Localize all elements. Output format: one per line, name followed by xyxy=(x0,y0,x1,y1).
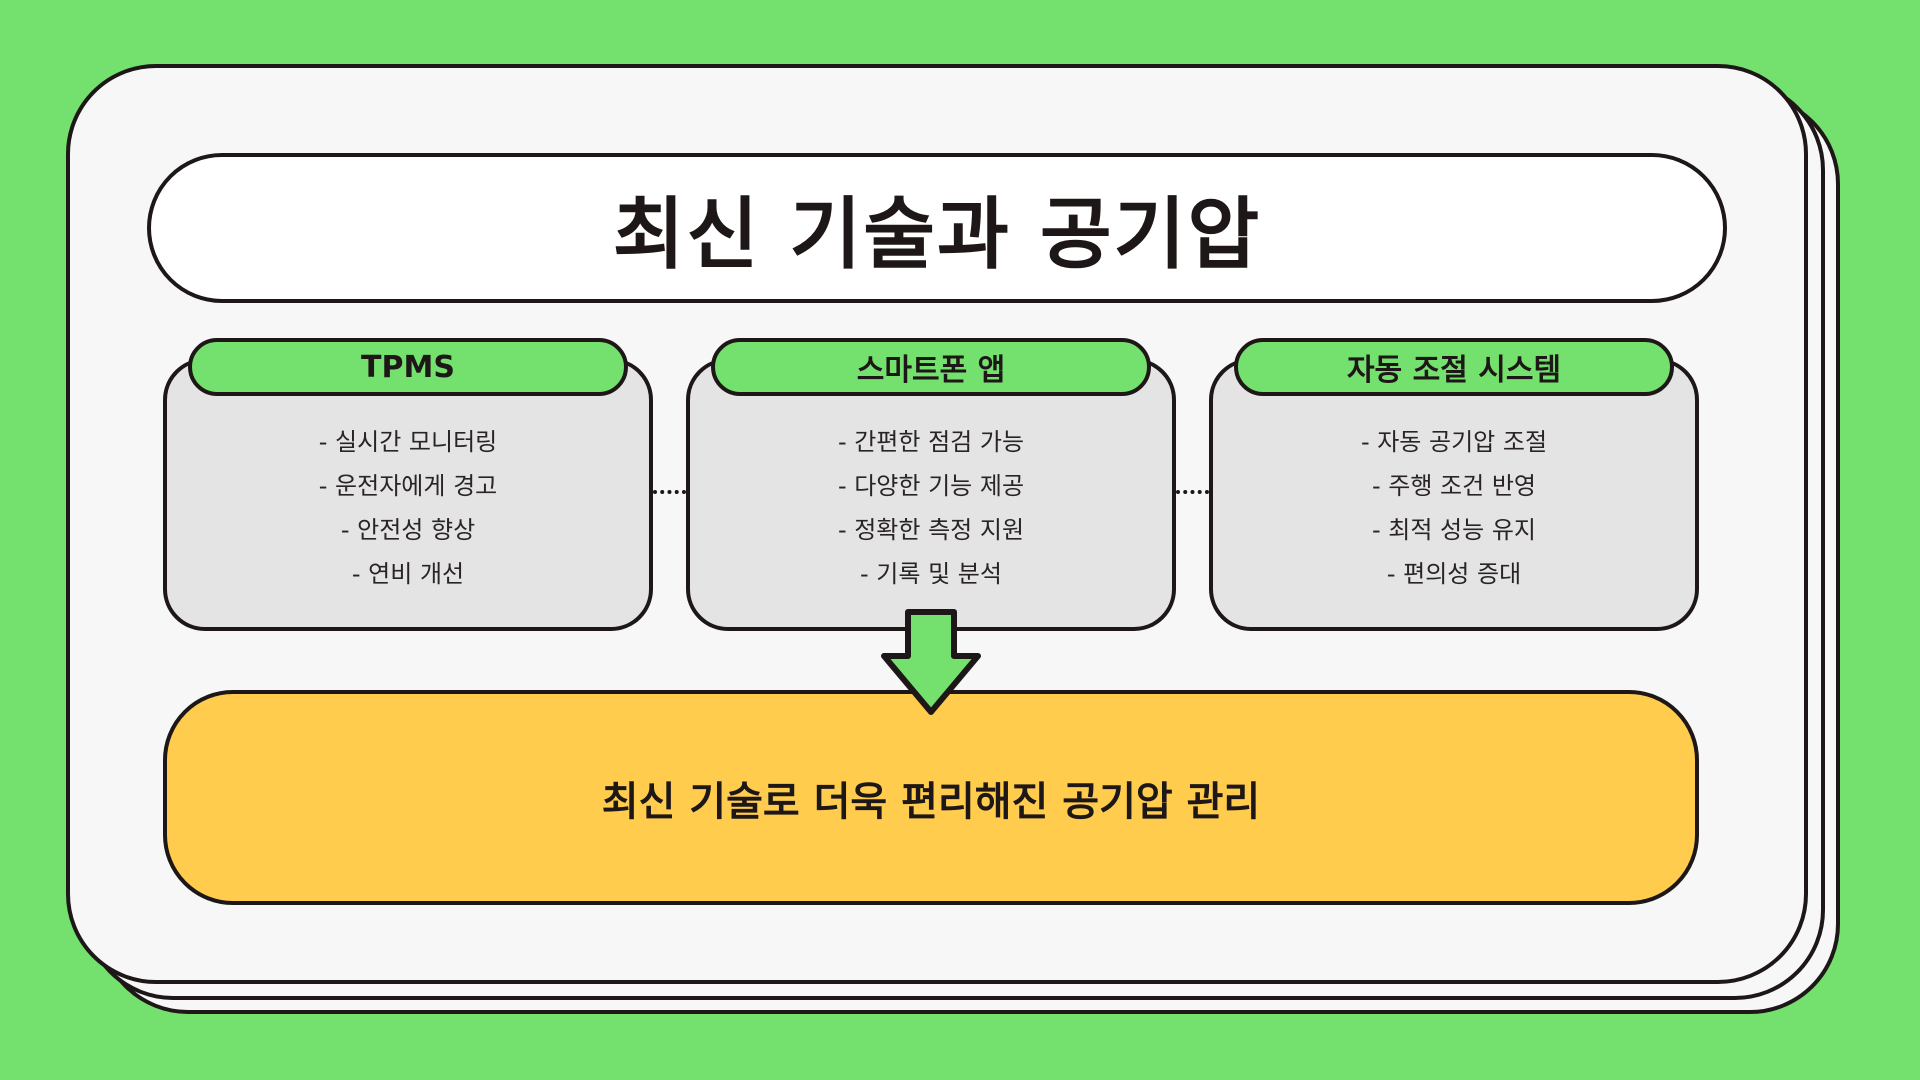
list-item: - 다양한 기능 제공 xyxy=(837,472,1025,500)
down-arrow-icon xyxy=(881,609,981,715)
auto-adjust-list: - 자동 공기압 조절 - 주행 조건 반영 - 최적 성능 유지 - 편의성 … xyxy=(1209,420,1699,596)
tpms-label: TPMS xyxy=(361,349,455,385)
list-item: - 주행 조건 반영 xyxy=(1371,472,1537,500)
list-item: - 편의성 증대 xyxy=(1386,560,1522,588)
list-item: - 연비 개선 xyxy=(351,560,465,588)
summary-text: 최신 기술로 더욱 편리해진 공기압 관리 xyxy=(601,778,1261,825)
smartphone-app-tag: 스마트폰 앱 xyxy=(711,338,1151,396)
smartphone-app-list: - 간편한 점검 가능 - 다양한 기능 제공 - 정확한 측정 지원 - 기록… xyxy=(686,420,1176,596)
list-item: - 실시간 모니터링 xyxy=(318,428,498,456)
list-item: - 간편한 점검 가능 xyxy=(837,428,1025,456)
title-banner: 최신 기술과 공기압 xyxy=(147,153,1727,303)
tpms-list: - 실시간 모니터링 - 운전자에게 경고 - 안전성 향상 - 연비 개선 xyxy=(163,420,653,596)
list-item: - 안전성 향상 xyxy=(340,516,476,544)
smartphone-app-label: 스마트폰 앱 xyxy=(856,353,1006,388)
list-item: - 최적 성능 유지 xyxy=(1371,516,1537,544)
dotted-connector-right xyxy=(1176,490,1209,494)
list-item: - 자동 공기압 조절 xyxy=(1360,428,1548,456)
tpms-tag: TPMS xyxy=(188,338,628,396)
page-title: 최신 기술과 공기압 xyxy=(612,190,1262,280)
auto-adjust-label: 자동 조절 시스템 xyxy=(1346,353,1562,388)
list-item: - 운전자에게 경고 xyxy=(318,472,498,500)
summary-box: 최신 기술로 더욱 편리해진 공기압 관리 xyxy=(163,690,1699,905)
tpms-box xyxy=(163,358,653,631)
list-item: - 기록 및 분석 xyxy=(860,560,1002,588)
list-item: - 정확한 측정 지원 xyxy=(837,516,1025,544)
dotted-connector-left xyxy=(653,490,686,494)
smartphone-app-box xyxy=(686,358,1176,631)
auto-adjust-tag: 자동 조절 시스템 xyxy=(1234,338,1674,396)
